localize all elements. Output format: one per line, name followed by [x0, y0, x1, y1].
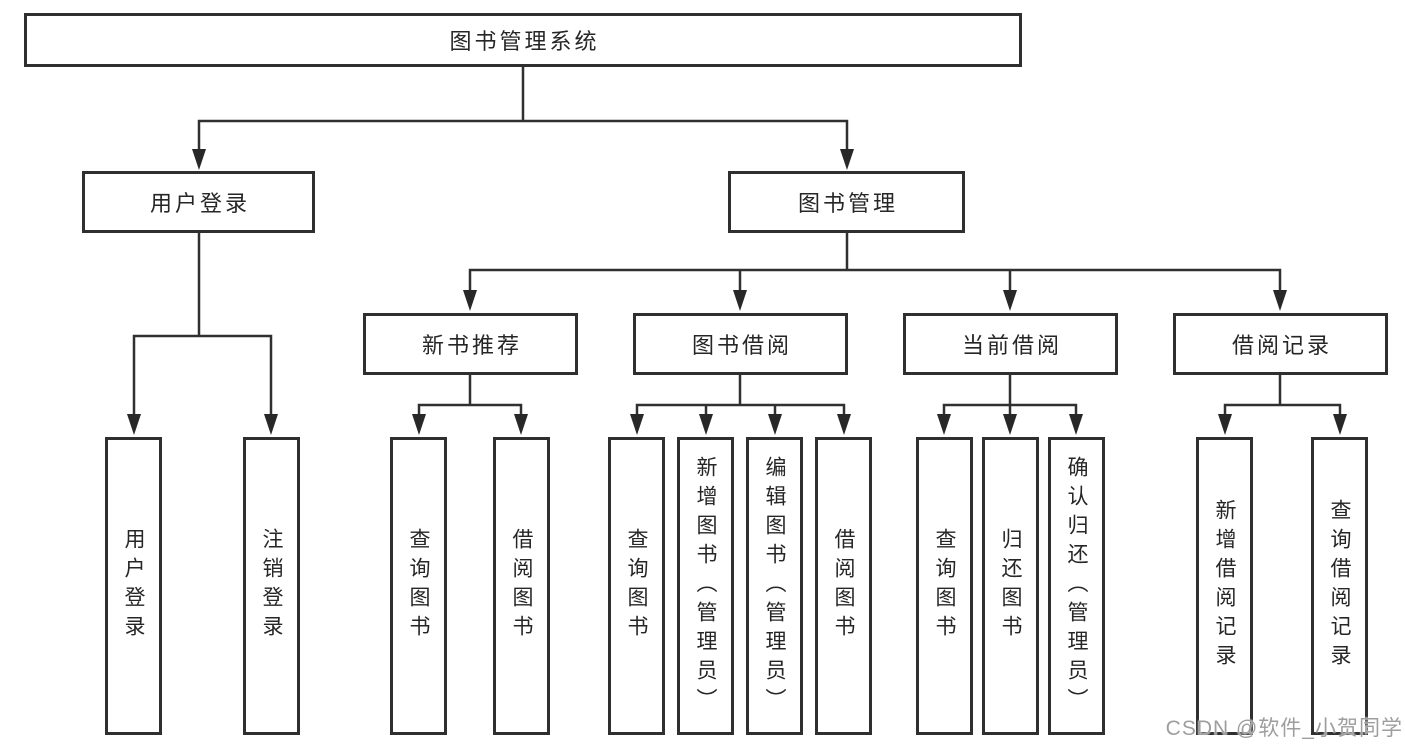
leaf-label: 归还图书: [999, 528, 1022, 644]
leaf-query-borrow-record: 查询借阅记录: [1311, 437, 1368, 735]
leaf-return-book: 归还图书: [982, 437, 1039, 735]
leaf-label: 用户登录: [122, 528, 145, 644]
leaf-label: 确认归还（管理员）: [1065, 455, 1088, 717]
node-label: 借阅记录: [1231, 333, 1332, 358]
leaf-edit-book-admin: 编辑图书（管理员）: [746, 437, 803, 735]
node-new-book-recommendation: 新书推荐: [363, 313, 578, 375]
node-library-management-system: 图书管理系统: [24, 13, 1022, 67]
leaf-label: 新增借阅记录: [1213, 499, 1236, 673]
node-current-borrowing: 当前借阅: [903, 313, 1118, 375]
node-label: 当前借阅: [961, 333, 1062, 358]
node-label: 用户登录: [149, 191, 250, 216]
leaf-query-book: 查询图书: [390, 437, 447, 735]
node-book-borrowing: 图书借阅: [633, 313, 848, 375]
csdn-watermark: CSDN @软件_小贺同学: [1165, 717, 1403, 740]
node-label: 新书推荐: [421, 333, 522, 358]
node-label: 图书管理: [797, 191, 898, 216]
leaf-user-login: 用户登录: [105, 437, 162, 735]
node-label: 图书管理系统: [449, 29, 600, 54]
connector-path: [132, 65, 1342, 419]
node-borrowing-records: 借阅记录: [1173, 313, 1388, 375]
leaf-label: 注销登录: [260, 528, 283, 644]
leaf-label: 查询借阅记录: [1328, 499, 1351, 673]
leaf-label: 查询图书: [625, 528, 648, 644]
leaf-logout-login: 注销登录: [243, 437, 300, 735]
leaf-add-book-admin: 新增图书（管理员）: [677, 437, 734, 735]
leaf-borrow-book: 借阅图书: [493, 437, 550, 735]
leaf-label: 查询图书: [933, 528, 956, 644]
leaf-label: 新增图书（管理员）: [694, 455, 717, 717]
arrowheads: [127, 149, 1347, 435]
leaf-label: 编辑图书（管理员）: [763, 455, 786, 717]
leaf-label: 借阅图书: [510, 528, 533, 644]
leaf-label: 查询图书: [407, 528, 430, 644]
leaf-query-book-2: 查询图书: [608, 437, 665, 735]
node-label: 图书借阅: [691, 333, 792, 358]
node-book-management: 图书管理: [728, 171, 965, 233]
leaf-query-book-3: 查询图书: [916, 437, 973, 735]
leaf-confirm-return-admin: 确认归还（管理员）: [1048, 437, 1105, 735]
leaf-borrow-book-2: 借阅图书: [815, 437, 872, 735]
leaf-add-borrow-record: 新增借阅记录: [1196, 437, 1253, 735]
leaf-label: 借阅图书: [832, 528, 855, 644]
node-user-login: 用户登录: [82, 171, 315, 233]
